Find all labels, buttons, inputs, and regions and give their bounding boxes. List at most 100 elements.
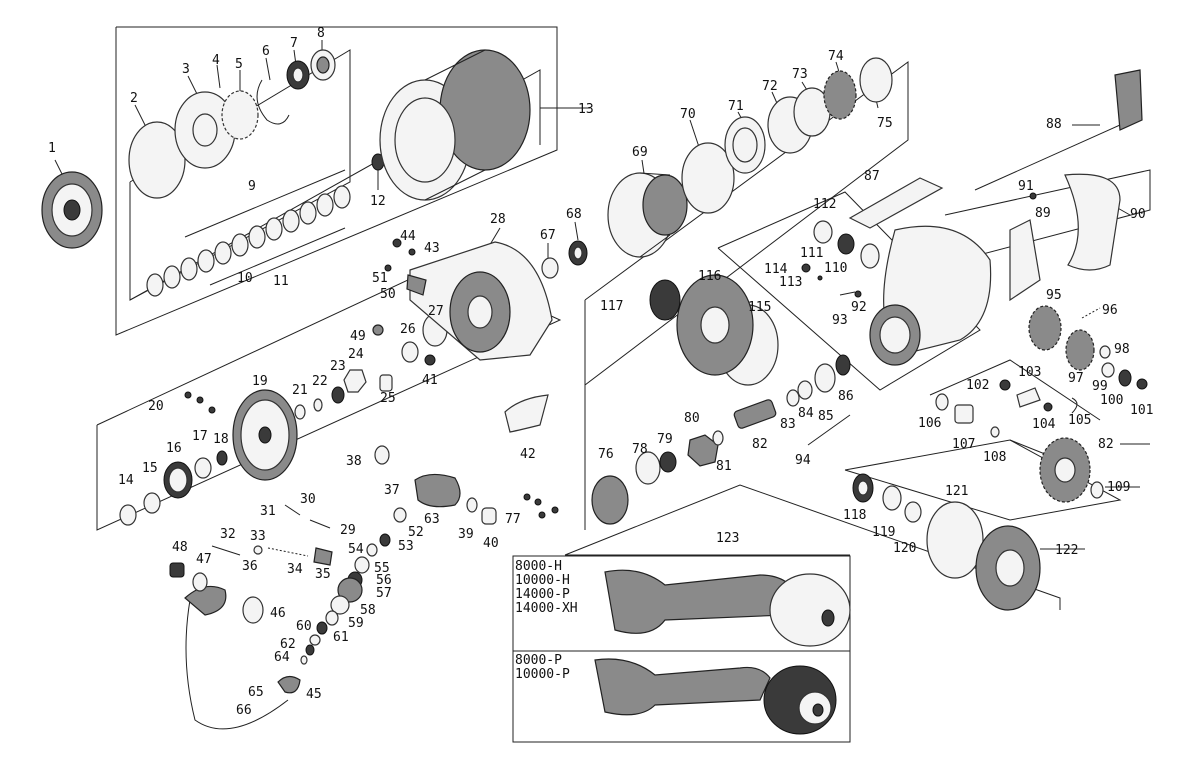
part-label: 110 bbox=[824, 261, 847, 276]
part-label: 54 bbox=[348, 542, 364, 557]
reel-body-part bbox=[869, 225, 992, 366]
part-label: 4 bbox=[212, 53, 220, 68]
part-label: 12 bbox=[370, 194, 386, 209]
body-collar-part bbox=[607, 172, 688, 258]
part-label: 105 bbox=[1068, 413, 1091, 428]
part-label: 92 bbox=[851, 300, 867, 315]
drag-washer-stack bbox=[146, 185, 351, 297]
part-label: 77 bbox=[505, 512, 521, 527]
part-label: 117 bbox=[600, 299, 623, 314]
rotor-part bbox=[409, 241, 553, 361]
clip-part bbox=[256, 79, 290, 125]
flange-part bbox=[591, 475, 629, 525]
part-label: 11 bbox=[273, 274, 289, 289]
part-label: 61 bbox=[333, 630, 349, 645]
part-label: 96 bbox=[1102, 303, 1118, 318]
part-label: 88 bbox=[1046, 117, 1062, 132]
part-label: 58 bbox=[360, 603, 376, 618]
shaft-part bbox=[974, 124, 1121, 191]
part-label: 3 bbox=[182, 62, 190, 77]
handle-h-part bbox=[604, 569, 851, 647]
ring-part bbox=[128, 121, 186, 199]
body-cover-part bbox=[1064, 173, 1121, 271]
part-label: 46 bbox=[270, 606, 286, 621]
part-label: 62 bbox=[280, 637, 296, 652]
part-label: 75 bbox=[877, 116, 893, 131]
part-label: 86 bbox=[838, 389, 854, 404]
part-label: 40 bbox=[483, 536, 499, 551]
part-label: 25 bbox=[380, 391, 396, 406]
part-label: 59 bbox=[348, 616, 364, 631]
part-label: 104 bbox=[1032, 417, 1056, 432]
part-label: 10 bbox=[237, 271, 253, 286]
part-label: 34 bbox=[287, 562, 303, 577]
part-label: 66 bbox=[236, 703, 252, 718]
part-label: 52 bbox=[408, 525, 424, 540]
part-label: 44 bbox=[400, 229, 416, 244]
part-label: 15 bbox=[142, 461, 158, 476]
part-label: 64 bbox=[274, 650, 290, 665]
bail-arm-part bbox=[414, 473, 461, 508]
handle-model-label: 10000-P bbox=[515, 667, 570, 682]
part-label: 121 bbox=[945, 484, 968, 499]
part-label: 27 bbox=[428, 304, 444, 319]
part-label: 120 bbox=[893, 541, 916, 556]
part-label: 42 bbox=[520, 447, 536, 462]
part-label: 114 bbox=[764, 262, 788, 277]
line-roller-stack bbox=[300, 507, 407, 665]
part-label: 63 bbox=[424, 512, 440, 527]
part-label: 38 bbox=[346, 454, 362, 469]
part-label: 103 bbox=[1018, 365, 1041, 380]
part-label: 113 bbox=[779, 275, 802, 290]
handle-model-label: 14000-XH bbox=[515, 601, 578, 616]
parts-drawings bbox=[41, 49, 1148, 730]
drive-gear-part bbox=[1009, 437, 1091, 503]
part-label: 2 bbox=[130, 91, 138, 106]
handle-p-part bbox=[594, 658, 837, 735]
part-label: 69 bbox=[632, 145, 648, 160]
part-label: 39 bbox=[458, 527, 474, 542]
part-label: 93 bbox=[832, 313, 848, 328]
part-label: 81 bbox=[716, 459, 732, 474]
bail-wire-part bbox=[185, 599, 289, 730]
part-label: 8 bbox=[317, 26, 325, 41]
part-label: 118 bbox=[843, 508, 866, 523]
part-label: 29 bbox=[340, 523, 356, 538]
part-label: 80 bbox=[684, 411, 700, 426]
part-label: 18 bbox=[213, 432, 229, 447]
part-label: 60 bbox=[296, 619, 312, 634]
part-label: 43 bbox=[424, 241, 440, 256]
part-label: 56 bbox=[376, 573, 392, 588]
part-label: 109 bbox=[1107, 480, 1130, 495]
part-label: 98 bbox=[1114, 342, 1130, 357]
part-label: 106 bbox=[918, 416, 941, 431]
part-label: 82 bbox=[1098, 437, 1114, 452]
rotor-cover-part bbox=[232, 389, 298, 481]
part-label: 53 bbox=[398, 539, 414, 554]
part-label: 123 bbox=[716, 531, 739, 546]
part-label: 9 bbox=[248, 179, 256, 194]
part-label: 35 bbox=[315, 567, 331, 582]
part-label: 22 bbox=[312, 374, 328, 389]
part-label: 1 bbox=[48, 141, 56, 156]
part-label: 14 bbox=[118, 473, 134, 488]
part-label: 21 bbox=[292, 383, 308, 398]
part-label: 85 bbox=[818, 409, 834, 424]
part-label: 26 bbox=[400, 322, 416, 337]
part-label: 28 bbox=[490, 212, 506, 227]
part-label: 13 bbox=[578, 102, 594, 117]
part-label: 116 bbox=[698, 269, 721, 284]
part-label: 115 bbox=[748, 300, 771, 315]
part-label: 23 bbox=[330, 359, 346, 374]
part-label: 37 bbox=[384, 483, 400, 498]
part-label: 24 bbox=[348, 347, 364, 362]
part-label: 68 bbox=[566, 207, 582, 222]
part-label: 84 bbox=[798, 406, 814, 421]
part-label: 78 bbox=[632, 442, 648, 457]
part-label: 57 bbox=[376, 586, 392, 601]
part-label: 50 bbox=[380, 287, 396, 302]
part-label: 111 bbox=[800, 246, 823, 261]
part-label: 7 bbox=[290, 36, 298, 51]
part-label: 87 bbox=[864, 169, 880, 184]
part-label: 6 bbox=[262, 44, 270, 59]
